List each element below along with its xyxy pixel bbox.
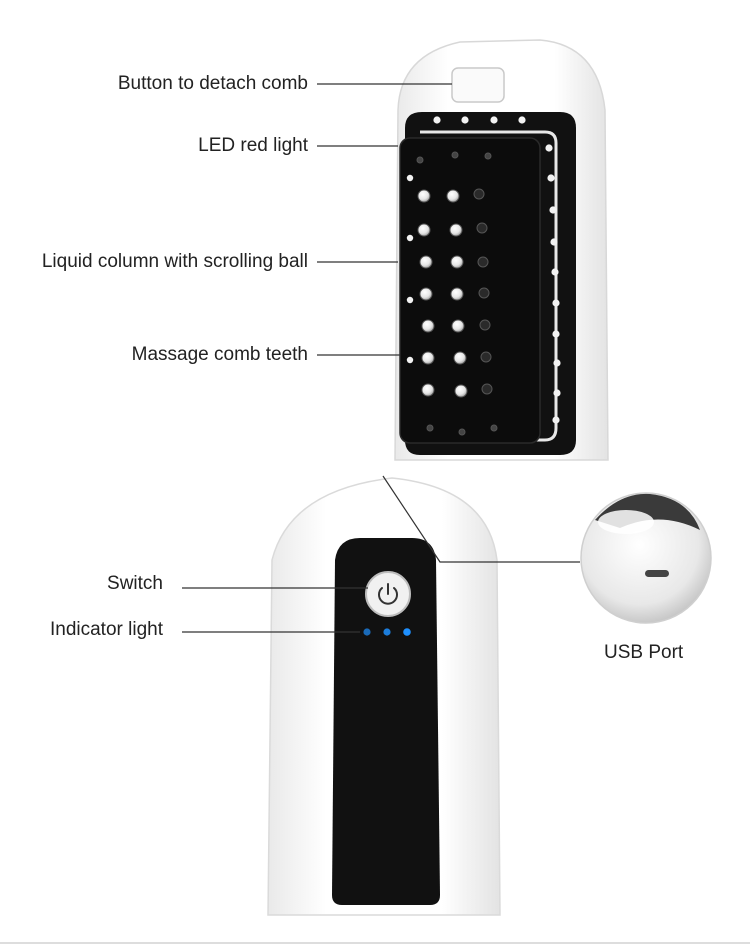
label-indicator-light: Indicator light xyxy=(49,619,163,640)
label-massage-teeth: Massage comb teeth xyxy=(131,344,308,365)
label-liquid-column: Liquid column with scrolling ball xyxy=(41,251,308,272)
comb-head xyxy=(394,39,609,461)
usb-port-icon xyxy=(645,570,669,577)
led-dots xyxy=(406,116,561,424)
massage-comb-teeth xyxy=(416,151,498,436)
label-switch: Switch xyxy=(107,573,163,594)
power-icon xyxy=(378,583,398,605)
switch-button[interactable] xyxy=(365,571,411,617)
label-usb-port: USB Port xyxy=(604,642,684,663)
usb-port-inset xyxy=(580,492,712,624)
label-detach-button: Button to detach comb xyxy=(117,73,308,94)
leader-lines xyxy=(182,83,580,633)
handle-body xyxy=(267,477,501,916)
detach-button-shape[interactable] xyxy=(451,67,505,103)
indicator-lights xyxy=(363,628,411,636)
label-led-red-light: LED red light xyxy=(198,135,308,156)
bottom-divider xyxy=(0,942,750,944)
